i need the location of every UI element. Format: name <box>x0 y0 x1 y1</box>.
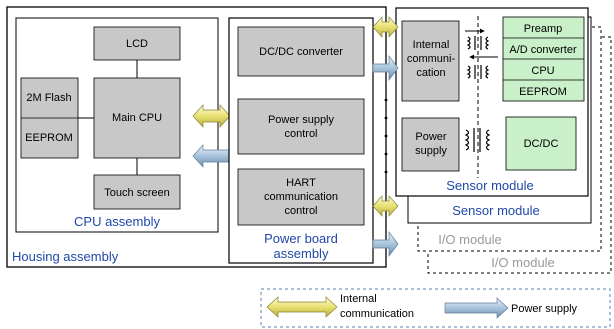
preamp-label: Preamp <box>524 23 563 35</box>
sensor-dcdc-block <box>505 116 577 171</box>
sensor-dcdc-label: DC/DC <box>524 138 559 150</box>
legend-power-supply-arrow <box>444 297 509 319</box>
power-supply-control-block <box>237 98 365 155</box>
sensor-module: Sensor module Internal communi- cation P… <box>395 7 589 197</box>
io-module-label-2: I/O module <box>491 255 555 270</box>
isolation-transformer-2 <box>466 65 490 79</box>
isolation-transformer-1 <box>466 36 490 50</box>
sensor-power-supply-label-2: supply <box>415 145 447 157</box>
touch-screen-block <box>93 174 181 210</box>
sensor-eeprom-label: EEPROM <box>519 86 567 98</box>
io-module-label-1: I/O module <box>438 232 502 247</box>
legend-internal-comm-label-2: communication <box>340 308 414 320</box>
power-supply-control-label-2: control <box>284 128 317 140</box>
main-cpu-block <box>93 77 181 159</box>
hart-label-3: control <box>284 205 317 217</box>
power-board-label-1: Power board <box>264 231 338 246</box>
sensor-power-supply-label-1: Power <box>415 131 447 143</box>
lcd-label: LCD <box>126 38 148 50</box>
ad-converter-label: A/D converter <box>509 44 577 56</box>
continuation-dots <box>384 98 388 174</box>
sensor-module-label-back: Sensor module <box>452 203 539 218</box>
lcd-block <box>93 26 181 61</box>
flash-label: 2M Flash <box>26 92 71 104</box>
hart-label-1: HART <box>286 177 316 189</box>
internal-comm-label-3: cation <box>416 67 445 79</box>
main-cpu-label: Main CPU <box>112 112 162 124</box>
power-supply-arrow-to-io <box>372 230 399 258</box>
sensor-power-supply-block <box>401 117 460 172</box>
cpu-assembly: CPU assembly LCD Main CPU 2M Flash EEPRO… <box>15 17 219 233</box>
power-board-label-2: assembly <box>274 246 329 261</box>
internal-comm-label-1: Internal <box>413 39 450 51</box>
legend-power-supply-label: Power supply <box>511 303 578 315</box>
power-transformer <box>464 128 491 152</box>
dcdc-converter-block <box>237 26 365 77</box>
internal-comm-arrow-to-sensor <box>372 16 399 38</box>
legend-internal-comm-arrow <box>266 296 338 318</box>
eeprom-label: EEPROM <box>25 132 73 144</box>
legend-internal-comm-label-1: Internal <box>340 293 377 305</box>
legend: Internal communication Power supply <box>260 288 611 328</box>
sensor-module-label: Sensor module <box>446 178 533 193</box>
internal-comm-label-2: communi- <box>407 53 456 65</box>
power-supply-arrow-to-sensor <box>372 54 399 82</box>
cpu-assembly-label: CPU assembly <box>74 214 160 229</box>
housing-assembly-label: Housing assembly <box>12 249 119 264</box>
touch-screen-label: Touch screen <box>104 187 169 199</box>
power-supply-control-label-1: Power supply <box>268 114 335 126</box>
hart-label-2: communication <box>264 191 338 203</box>
sensor-cpu-label: CPU <box>531 65 554 77</box>
internal-comm-arrow-to-io <box>372 195 399 217</box>
dcdc-converter-label: DC/DC converter <box>259 46 343 58</box>
power-board-assembly: Power board assembly DC/DC converter Pow… <box>228 17 374 264</box>
hart-control-block <box>237 168 365 226</box>
internal-comm-block <box>401 20 460 102</box>
